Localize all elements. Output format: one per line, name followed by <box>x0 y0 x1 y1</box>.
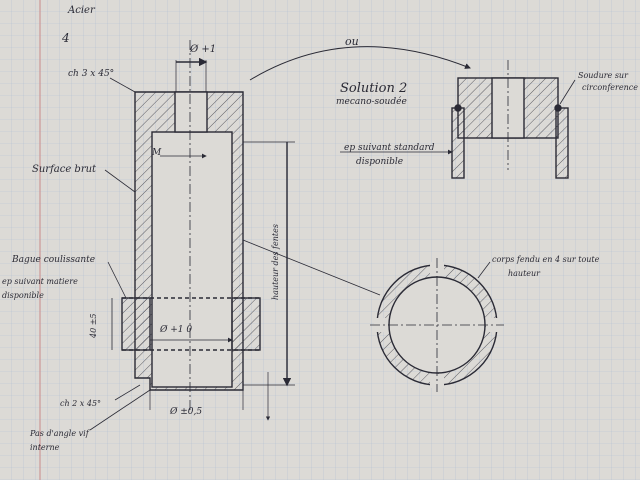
ring-height-dim: 40 ±5 <box>89 313 98 339</box>
material-label: Acier <box>67 5 96 16</box>
slot-height-label: hauteur des fentes <box>271 224 280 300</box>
solution-subtitle: mecano-soudée <box>336 96 407 107</box>
material-thickness-label: ep suivant matiere <box>2 277 78 286</box>
ou-label: ou <box>345 35 359 48</box>
solution-title: Solution 2 <box>340 81 407 96</box>
split-body-label: corps fendu en 4 sur toute <box>492 255 600 264</box>
weld-label-2: circonference <box>582 83 638 92</box>
top-chamfer-label: ch 3 x 45° <box>68 69 114 79</box>
internal-label: interne <box>30 443 60 452</box>
bottom-diameter-dim: Ø ±0,5 <box>169 406 202 417</box>
no-sharp-angle-label: Pas d'angle vif <box>29 429 91 438</box>
m-mark: M <box>151 148 162 158</box>
solution-2-view <box>340 60 576 179</box>
standard-thickness-label: ep suivant standard <box>344 143 435 153</box>
ring-cross-section <box>370 258 504 392</box>
top-diameter-dim: Ø +1 <box>189 44 216 55</box>
raw-surface-label: Surface brut <box>32 164 97 175</box>
sliding-ring-label: Bague coulissante <box>11 255 95 265</box>
split-body-label-2: hauteur <box>508 269 541 278</box>
inner-diameter-dim: Ø +1 0 <box>159 324 192 335</box>
standard-thickness-label-2: disponible <box>356 157 403 167</box>
weld-label: Soudure sur <box>578 71 629 80</box>
main-section-view <box>89 40 471 431</box>
bottom-chamfer-label: ch 2 x 45° <box>60 399 101 408</box>
available-label: disponible <box>2 291 44 300</box>
item-number: 4 <box>61 31 70 45</box>
